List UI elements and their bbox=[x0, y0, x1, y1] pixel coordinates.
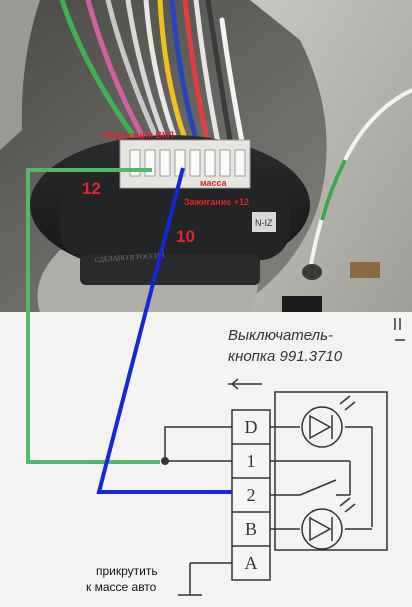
connector-arrow-icon bbox=[228, 378, 262, 390]
ground-note-line1: прикрутить bbox=[96, 564, 158, 578]
side-tag bbox=[252, 212, 276, 232]
schematic-title-line2: кнопка 991.3710 bbox=[228, 348, 343, 365]
switch-body bbox=[60, 180, 290, 260]
photo-clip bbox=[350, 262, 380, 278]
blue-wire-overlay bbox=[96, 167, 232, 494]
terminal-2: 2 bbox=[247, 485, 256, 505]
terminal-1: 1 bbox=[247, 451, 256, 471]
wire-label-ground: масса bbox=[200, 178, 228, 188]
terminal-block bbox=[231, 409, 271, 581]
trim-left bbox=[0, 0, 40, 150]
photo-area: СДЕЛАНО В РОССИИ N-IZ 12 10 Индикация ВК… bbox=[0, 0, 412, 312]
external-wiring bbox=[164, 426, 232, 596]
wire-label-indicator: Индикация ВКЛ bbox=[104, 130, 174, 140]
wire-label-ignition: Зажигание +12 bbox=[184, 197, 249, 207]
terminal-A: A bbox=[245, 553, 258, 573]
switch-lower-rim bbox=[80, 255, 260, 285]
terminal-D: D bbox=[245, 417, 258, 437]
schematic-background bbox=[0, 312, 412, 607]
terminal-B: B bbox=[245, 519, 257, 539]
edge-marks bbox=[394, 318, 405, 341]
pin-12-label: 12 bbox=[82, 179, 101, 198]
backlight-led-icon bbox=[301, 497, 356, 550]
ground-note-line2: к массе авто bbox=[86, 580, 157, 594]
photo-plug bbox=[282, 296, 322, 312]
junction-dot bbox=[161, 457, 169, 465]
terminal-dividers bbox=[232, 443, 270, 547]
trim-panel-right bbox=[230, 0, 412, 312]
right-green-stripe bbox=[320, 159, 347, 221]
connector-pins bbox=[129, 149, 246, 177]
pin-10-label: 10 bbox=[176, 227, 195, 246]
internal-circuit bbox=[270, 426, 373, 530]
schematic-area: Выключатель- кнопка 991.3710 D 1 2 B A bbox=[0, 312, 412, 607]
indicator-led-icon bbox=[301, 395, 356, 448]
switch-enclosure bbox=[274, 391, 388, 551]
schematic-title-line1: Выключатель- bbox=[228, 327, 333, 344]
side-tag-text: N-IZ bbox=[255, 218, 273, 228]
photo-bolt bbox=[302, 264, 322, 280]
green-wire-overlay bbox=[26, 168, 160, 464]
